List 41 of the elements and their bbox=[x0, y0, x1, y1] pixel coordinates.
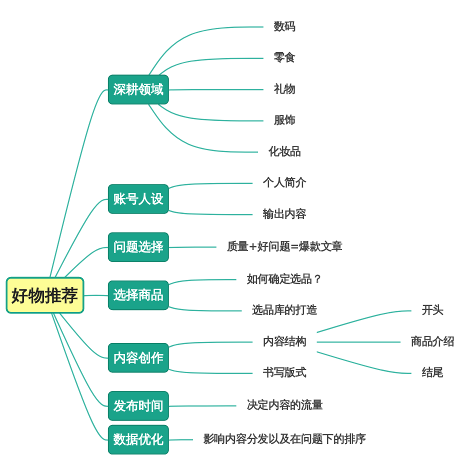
connector bbox=[168, 405, 237, 407]
node-text: 选品库的打造 bbox=[252, 304, 318, 317]
node-text: 内容结构 bbox=[263, 336, 306, 348]
connector bbox=[158, 58, 264, 76]
node-text: 服饰 bbox=[274, 114, 296, 127]
connector bbox=[316, 351, 412, 374]
node-text: 数码 bbox=[274, 20, 296, 34]
connector bbox=[148, 26, 264, 76]
node-text: 化妆品 bbox=[268, 146, 301, 158]
node-text: 决定内容的流量 bbox=[246, 399, 323, 412]
connector bbox=[148, 104, 258, 153]
node-text: 零食 bbox=[274, 52, 296, 64]
connector bbox=[168, 342, 253, 348]
connector bbox=[49, 89, 109, 278]
node-text: 输出内容 bbox=[263, 208, 306, 221]
connector bbox=[168, 246, 217, 248]
connector bbox=[168, 88, 264, 91]
node-text: 商品介绍 bbox=[410, 336, 454, 348]
connector bbox=[63, 246, 109, 279]
connector bbox=[59, 312, 109, 359]
connector bbox=[168, 439, 194, 441]
connector bbox=[52, 312, 109, 407]
connector bbox=[84, 294, 109, 296]
connector bbox=[168, 182, 253, 189]
connector bbox=[316, 342, 401, 343]
connector bbox=[168, 210, 253, 216]
connector bbox=[168, 368, 253, 374]
connector bbox=[316, 310, 412, 334]
node-text: 影响内容分发以及在问题下的排序 bbox=[203, 433, 366, 446]
connector bbox=[168, 279, 237, 286]
connector bbox=[168, 306, 242, 312]
node-text: 结尾 bbox=[422, 366, 444, 380]
connector bbox=[54, 198, 109, 278]
connector bbox=[158, 104, 264, 122]
node-text: 个人简介 bbox=[263, 176, 306, 190]
connector bbox=[51, 312, 109, 441]
node-text: 礼物 bbox=[274, 83, 296, 96]
node-text: 如何确定选品？ bbox=[246, 273, 323, 286]
node-text: 书写版式 bbox=[263, 366, 306, 380]
node-text: 开头 bbox=[422, 304, 444, 317]
node-text: 质量+好问题=爆款文章 bbox=[226, 240, 343, 254]
